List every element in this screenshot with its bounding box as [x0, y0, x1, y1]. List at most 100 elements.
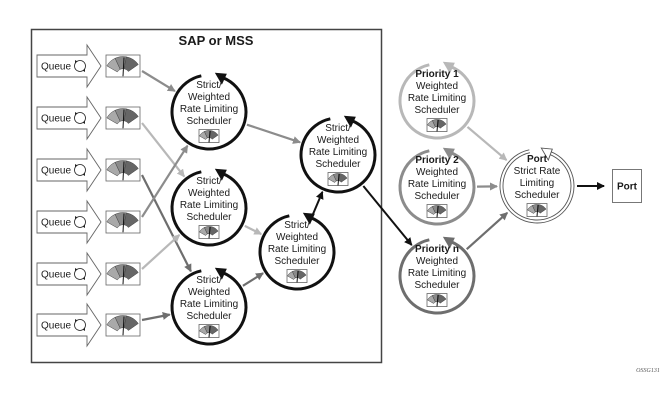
s2-to-s4-arrow [244, 224, 263, 236]
scheduler-label: Strict/ [196, 275, 222, 286]
rate-gauge-icon [105, 106, 141, 130]
scheduler-label: Rate Limiting [408, 268, 466, 279]
ring [398, 149, 476, 226]
rate-gauge-icon [105, 210, 141, 234]
scheduler-label: Scheduler [514, 190, 560, 201]
scheduler-label: Strict/ [325, 123, 351, 134]
s5-to-pn-arrow [362, 185, 413, 246]
queue-link-arrow [141, 144, 189, 218]
cycle-arrowhead-icon [442, 147, 455, 160]
cycle-arrowhead-icon [302, 212, 315, 225]
scheduler-label: Rate Limiting [180, 200, 238, 211]
pn-to-port-arrow [465, 211, 509, 251]
scheduler-label: Weighted [188, 188, 230, 199]
links-layer [141, 70, 605, 322]
ring [299, 117, 377, 194]
queue-link-arrow [141, 312, 171, 322]
cycle-icon [74, 164, 86, 176]
ring [398, 63, 476, 140]
queue-item: Queue [36, 95, 141, 141]
rate-gauge-icon [327, 172, 349, 186]
cycle-arrowhead-icon [214, 72, 227, 85]
scheduler-label: Strict Rate [514, 166, 561, 177]
scheduler-label: Scheduler [414, 191, 460, 202]
queue-item: Queue [36, 199, 141, 245]
sap-mss-container [30, 28, 383, 364]
rate-gauge-icon [426, 293, 448, 307]
queue-link-arrow [141, 234, 181, 270]
scheduler-label: Rate Limiting [309, 147, 367, 158]
queue-item: Queue [36, 147, 141, 193]
ring [258, 214, 336, 291]
queue-link-arrow [141, 122, 186, 178]
scheduler-title: Priority n [415, 244, 459, 255]
queue-arrow-shape [36, 147, 102, 193]
ring-inner [502, 152, 572, 221]
queue-label: Queue [41, 166, 71, 177]
scheduler-label: Scheduler [414, 280, 460, 291]
queue-item: Queue [36, 302, 141, 348]
queue-arrow-shape [36, 95, 102, 141]
s3-to-s4-arrow [242, 272, 264, 287]
scheduler-label: Strict/ [196, 176, 222, 187]
container-title: SAP or MSS [179, 33, 254, 48]
ring-outer [499, 149, 575, 224]
figure-id: OSSG131 [636, 368, 660, 374]
queue-label: Queue [41, 114, 71, 125]
rate-gauge-icon [526, 203, 548, 217]
queue-arrow-shape [36, 251, 102, 297]
rate-gauge-icon [105, 313, 141, 337]
queue-label: Queue [41, 218, 71, 229]
queue-label: Queue [41, 270, 71, 281]
scheduler-label: Scheduler [274, 256, 320, 267]
queue-label: Queue [41, 321, 71, 332]
cycle-icon [74, 216, 86, 228]
scheduler-title: Priority 2 [415, 155, 459, 166]
queue-arrow-shape [36, 199, 102, 245]
port-output-box: Port [612, 169, 642, 203]
scheduler-label: Scheduler [186, 116, 232, 127]
scheduler-label: Strict/ [196, 80, 222, 91]
scheduler-label: Scheduler [315, 159, 361, 170]
rate-gauge-icon [105, 262, 141, 286]
scheduler-label: Weighted [276, 232, 318, 243]
ring [170, 74, 248, 151]
ring [170, 269, 248, 346]
rate-gauge-icon [105, 54, 141, 78]
queue-item: Queue [36, 43, 141, 89]
scheduler-label: Weighted [416, 256, 458, 267]
scheduler-label: Rate Limiting [268, 244, 326, 255]
scheduler-title: Port [527, 154, 548, 165]
scheduler-label: Weighted [416, 81, 458, 92]
scheduler-label: Weighted [188, 287, 230, 298]
scheduler-label: Strict/ [284, 220, 310, 231]
scheduler-label: Rate Limiting [408, 93, 466, 104]
scheduler-label: Rate Limiting [408, 179, 466, 190]
scheduler-label: Rate Limiting [180, 299, 238, 310]
rate-gauge-icon [198, 225, 220, 239]
cycle-icon [74, 268, 86, 280]
s1-to-s5-arrow [246, 123, 302, 144]
scheduler-label: Weighted [416, 167, 458, 178]
queue-item: Queue [36, 251, 141, 297]
scheduler-label: Limiting [520, 178, 554, 189]
queue-link-arrow [141, 174, 192, 273]
cycle-arrowhead-icon [442, 61, 455, 74]
scheduler-label: Scheduler [186, 311, 232, 322]
queue-arrow-shape [36, 43, 102, 89]
s4-to-s5-arrow [311, 190, 324, 216]
port-output-label: Port [617, 182, 638, 193]
scheduler-label: Scheduler [414, 105, 460, 116]
queue-link-arrow [141, 70, 176, 93]
scheduler-label: Weighted [188, 92, 230, 103]
rate-gauge-icon [426, 204, 448, 218]
cycle-arrowhead-icon [214, 267, 227, 280]
scheduler-title: Priority 1 [415, 69, 459, 80]
